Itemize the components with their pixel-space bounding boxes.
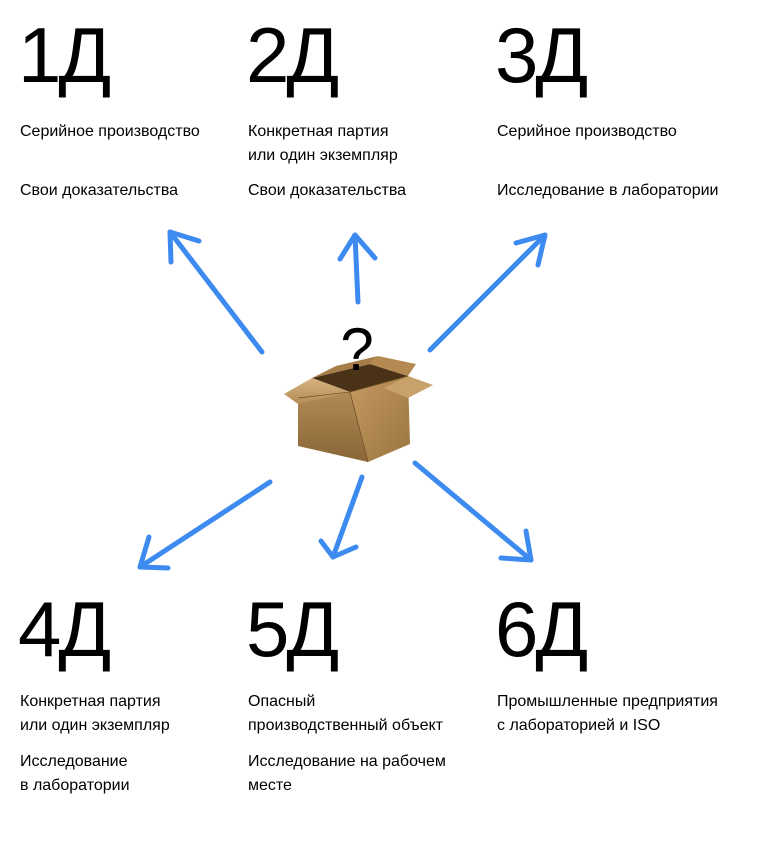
card-6d-line-1: Промышленные предприятия	[497, 693, 718, 710]
cardboard-box-icon	[284, 356, 433, 463]
card-4d-line-2: или один экземпляр	[20, 717, 170, 734]
arrow-to-6d	[412, 460, 534, 563]
card-2d-line-2: или один экземпляр	[248, 147, 398, 164]
card-3d-title: 3Д	[495, 11, 588, 99]
card-6d-title: 6Д	[495, 585, 588, 673]
card-6d-line-2: с лабораторией и ISO	[497, 717, 661, 734]
card-2d-line-3: Свои доказательства	[248, 182, 407, 199]
card-5d-title: 5Д	[246, 585, 339, 673]
arrow-to-2d	[337, 232, 378, 305]
card-2d-line-1: Конкретная партия	[248, 123, 389, 140]
question-mark: ?	[340, 316, 373, 383]
card-4d-line-4: в лаборатории	[20, 777, 130, 794]
card-2d-title: 2Д	[246, 11, 339, 99]
card-1d-line-3: Свои доказательства	[20, 182, 179, 199]
card-1d-line-1: Серийное производство	[20, 123, 200, 140]
arrow-to-1d	[167, 229, 265, 355]
arrow-to-5d	[318, 474, 365, 560]
card-1d-title: 1Д	[18, 11, 111, 99]
card-5d-line-4: месте	[248, 777, 292, 794]
card-4d-line-3: Исследование	[20, 753, 128, 770]
card-3d-line-1: Серийное производство	[497, 123, 677, 140]
card-4d-title: 4Д	[18, 585, 111, 673]
card-5d-line-2: производственный объект	[248, 717, 443, 734]
arrow-to-4d	[137, 479, 273, 571]
arrow-to-3d	[427, 232, 548, 353]
card-5d-line-1: Опасный	[248, 693, 316, 710]
card-4d-line-1: Конкретная партия	[20, 693, 161, 710]
card-3d-line-3: Исследование в лаборатории	[497, 182, 719, 199]
card-5d-line-3: Исследование на рабочем	[248, 753, 446, 770]
